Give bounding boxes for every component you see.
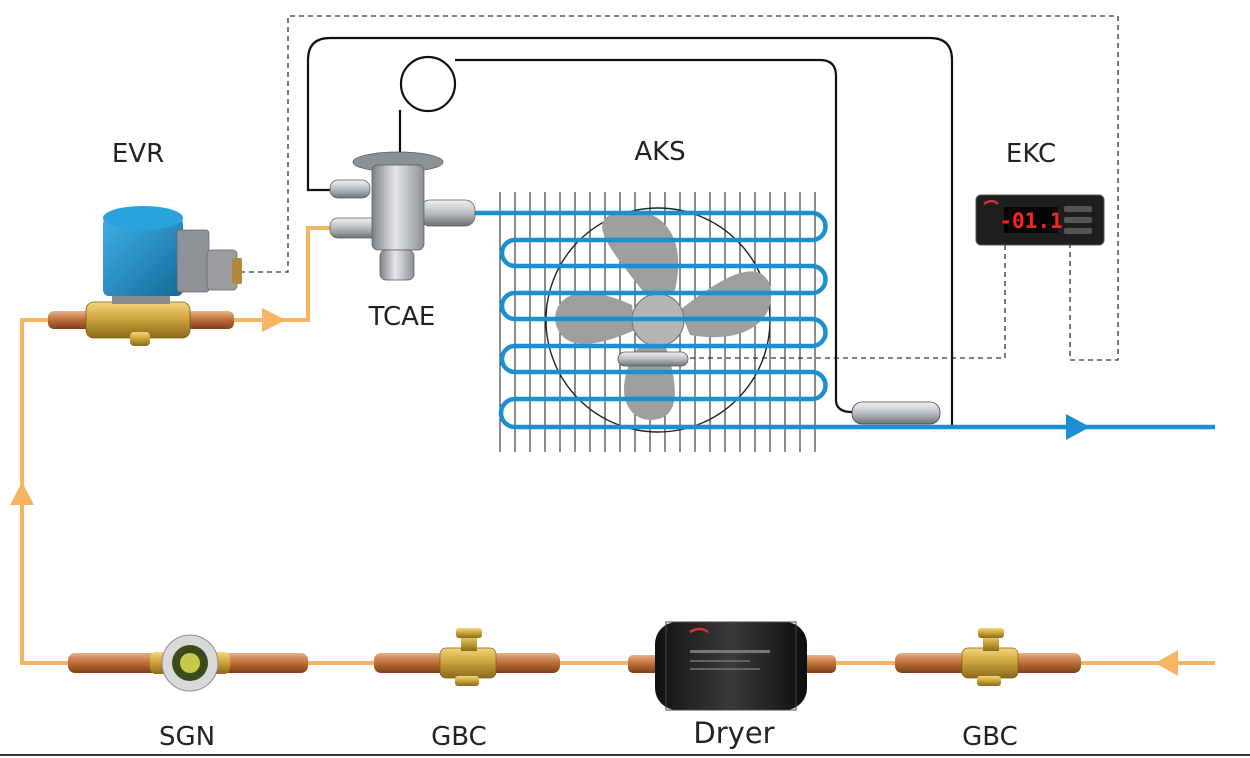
label-gbc-left: GBC [431,722,487,752]
label-evr: EVR [112,139,164,169]
tcae-bulb-icon [851,401,941,425]
bottom-rule [0,754,1250,756]
label-tcae: TCAE [368,302,436,332]
sight-glass-icon [68,634,308,692]
ball-valve-icon [374,628,560,686]
suction-flow-arrow [1066,414,1090,440]
liquid-flow-arrow-up [10,482,34,505]
ekc-display-reading: -01.1 [999,209,1062,233]
expansion-valve-icon [329,151,476,281]
capillary-tube [306,36,954,428]
liquid-flow-arrow-left [1155,650,1178,676]
aks-sensor-icon [617,351,689,367]
controller-icon: -01.1 [975,194,1105,246]
label-gbc-right: GBC [962,722,1018,752]
label-aks: AKS [634,137,685,167]
label-dryer: Dryer [693,716,774,750]
label-ekc: EKC [1006,139,1056,169]
liquid-flow-arrow-right [262,308,286,332]
ball-valve-icon [895,628,1081,686]
solenoid-valve-icon [48,206,242,346]
danfoss-logo-icon [983,199,999,206]
signal-wiring [240,15,1119,361]
evr-signal-wire [240,15,1119,361]
label-sgn: SGN [159,722,215,752]
filter-drier-icon [628,621,836,711]
aks-signal-wire [690,245,1006,359]
evaporator-coil-icon [470,210,1215,430]
